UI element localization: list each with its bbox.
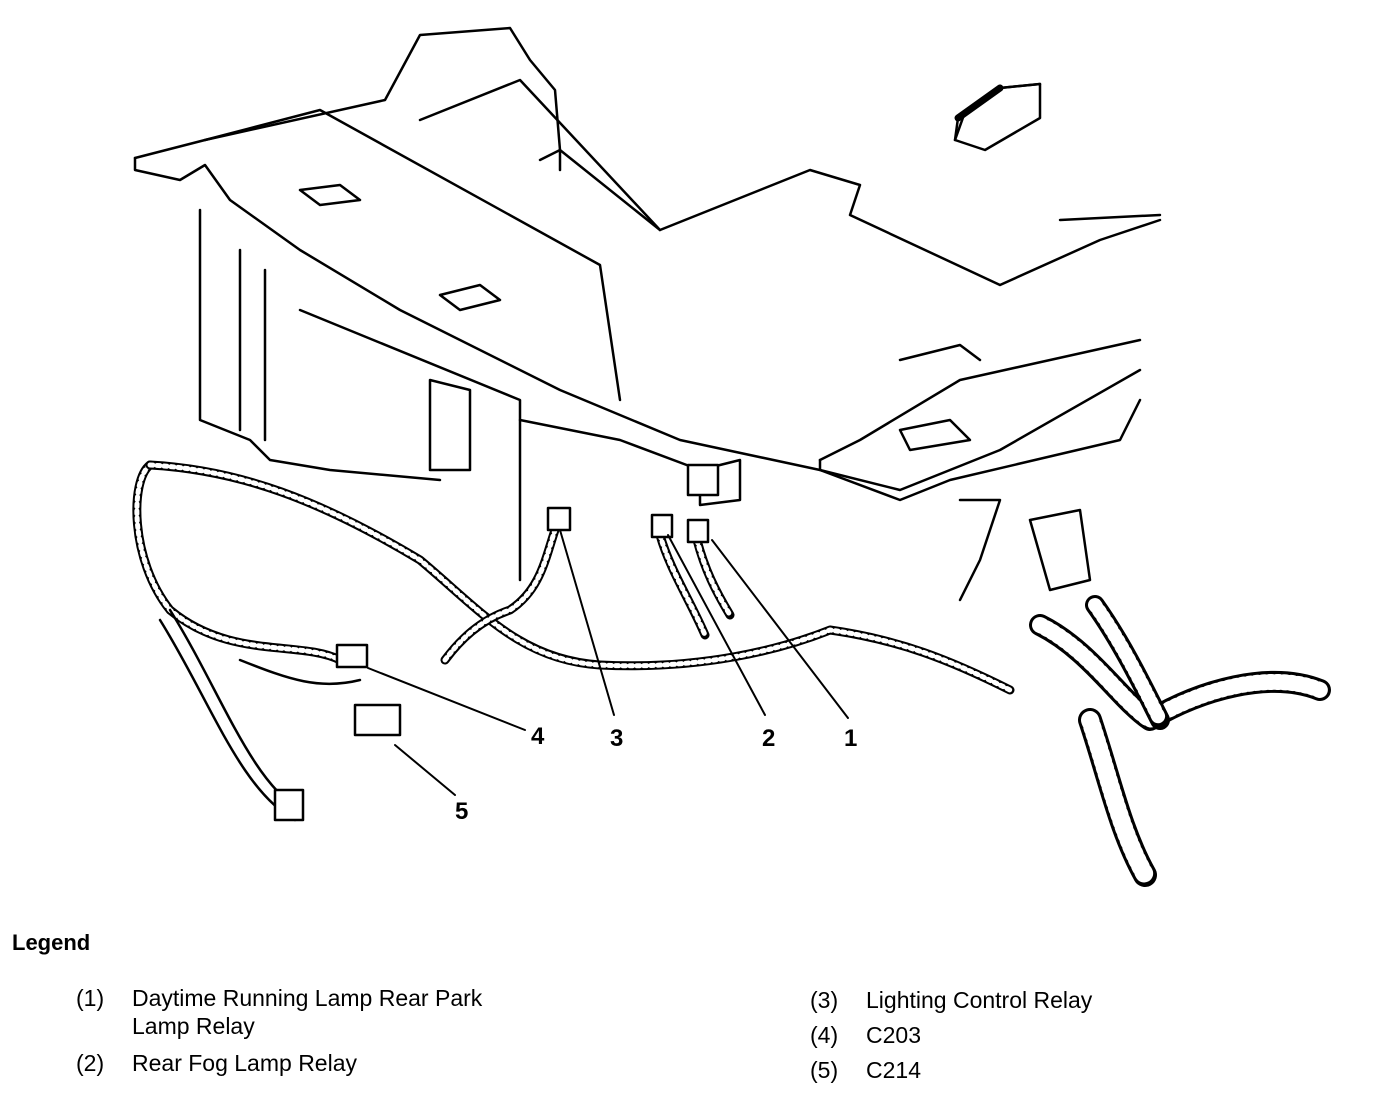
callout-3: 3 <box>610 725 623 752</box>
relay-connectors <box>273 463 720 822</box>
callout-4: 4 <box>531 723 545 750</box>
direction-arrow-icon <box>953 82 1042 152</box>
callout-2: 2 <box>762 725 775 752</box>
harness-end-connector <box>273 788 305 822</box>
legend-text: Lighting Control Relay <box>866 987 1093 1013</box>
c214-connector <box>353 703 402 737</box>
legend-number: (5) <box>810 1057 839 1083</box>
legend-text: C203 <box>866 1022 921 1048</box>
legend-item-5: (5) C214 <box>810 1056 1310 1086</box>
legend-item-3: (3) Lighting Control Relay <box>810 986 1310 1016</box>
legend-number: (4) <box>810 1022 839 1048</box>
vehicle-harness-diagram: 1 2 3 4 5 <box>132 26 1331 887</box>
legend-number: (3) <box>810 987 839 1013</box>
legend-text: Rear Fog Lamp Relay <box>132 1050 357 1076</box>
rear-panel-structure <box>133 26 1162 602</box>
lighting-control-relay <box>546 506 572 532</box>
legend-item-1: (1) Daytime Running Lamp Rear Park Lamp … <box>76 984 676 1044</box>
legend-text: C214 <box>866 1057 921 1083</box>
c203-connector <box>335 643 369 669</box>
legend-number: (1) <box>76 985 105 1011</box>
legend-title: Legend <box>12 930 91 955</box>
legend-item-4: (4) C203 <box>810 1021 1310 1051</box>
legend-number: (2) <box>76 1050 105 1076</box>
legend-text: Lamp Relay <box>132 1013 255 1039</box>
legend-text: Daytime Running Lamp Rear Park <box>132 985 483 1011</box>
wiring-harness <box>132 460 1331 887</box>
callout-leaders <box>367 529 849 796</box>
legend-item-2: (2) Rear Fog Lamp Relay <box>76 1049 676 1079</box>
rear-fog-lamp-relay <box>650 513 674 539</box>
callout-1: 1 <box>844 725 857 752</box>
drl-rear-park-lamp-relay <box>686 518 710 544</box>
callout-5: 5 <box>455 798 468 825</box>
